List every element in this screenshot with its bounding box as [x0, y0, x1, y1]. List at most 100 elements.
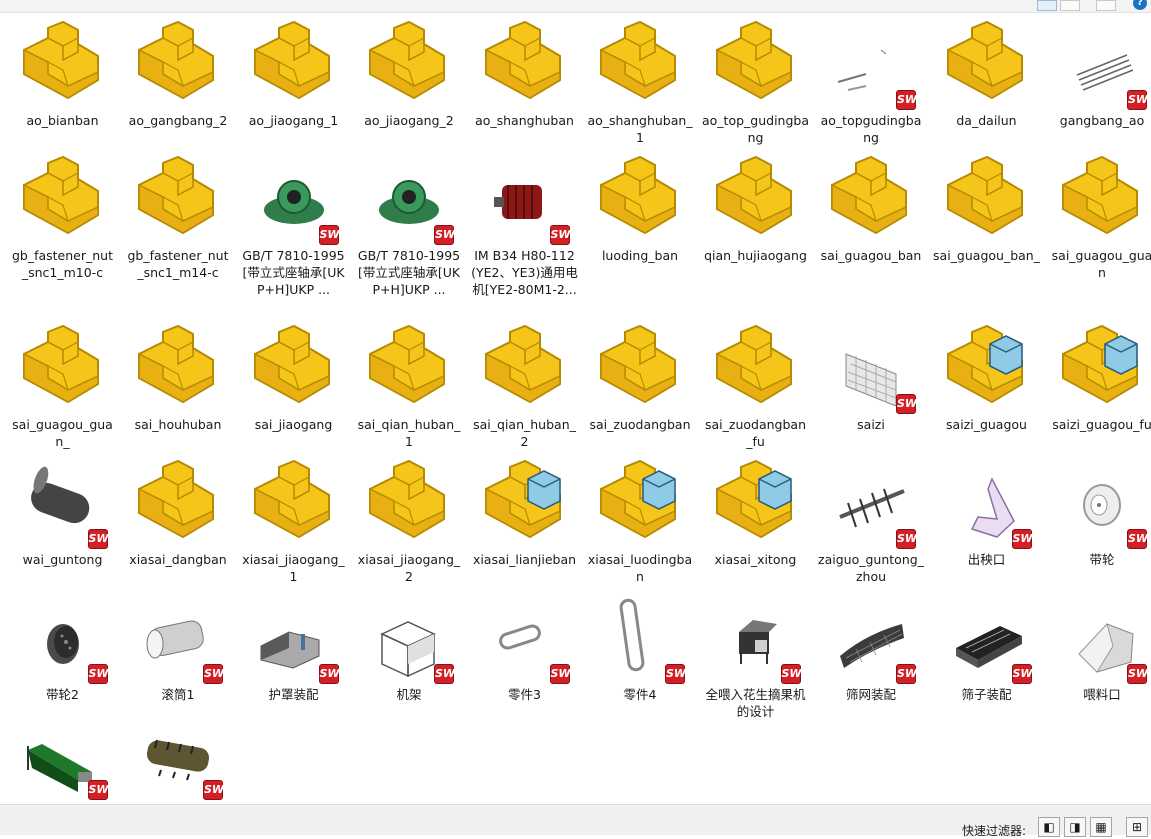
file-item[interactable]: sai_qian_huban_1	[352, 324, 467, 450]
folder-icon	[595, 324, 685, 414]
file-item[interactable]: ao_bianban	[5, 20, 120, 129]
solidworks-icon: SW	[550, 225, 570, 245]
file-item[interactable]: sai_zuodangban_fu	[698, 324, 813, 450]
file-item[interactable]: sai_houhuban	[121, 324, 236, 433]
file-item[interactable]: saizi_guagou_fu	[1045, 324, 1151, 433]
file-item[interactable]: SW 带轮2	[5, 594, 120, 703]
file-item[interactable]: sai_guagou_guan	[1045, 155, 1151, 281]
file-item[interactable]: xiasai_xitong	[698, 459, 813, 568]
file-name: 带轮2	[5, 686, 120, 703]
file-item[interactable]: qian_hujiaogang	[698, 155, 813, 264]
file-item[interactable]: ao_gangbang_2	[121, 20, 236, 129]
solidworks-icon: SW	[434, 664, 454, 684]
part-thumbnail-icon: SW	[826, 594, 916, 684]
file-name: 滚筒1	[121, 686, 236, 703]
file-item[interactable]: ao_jiaogang_2	[352, 20, 467, 129]
file-item[interactable]: sai_zuodangban	[583, 324, 698, 433]
file-item[interactable]: xiasai_lianjieban	[467, 459, 582, 568]
file-item[interactable]: xiasai_jiaogang_2	[352, 459, 467, 585]
folder-icon	[711, 324, 801, 414]
file-name: gb_fastener_nut_snc1_m10-c	[5, 247, 120, 281]
file-item[interactable]: SW摘果风机装配	[5, 710, 120, 819]
details-view-button[interactable]	[1060, 0, 1080, 11]
file-item[interactable]: SW 机架	[352, 594, 467, 703]
solidworks-icon: SW	[550, 664, 570, 684]
file-item[interactable]: luoding_ban	[583, 155, 698, 264]
file-item[interactable]: sai_qian_huban_2	[467, 324, 582, 450]
solidworks-icon: SW	[319, 225, 339, 245]
preview-pane-button[interactable]	[1096, 0, 1116, 11]
solidworks-icon: SW	[88, 664, 108, 684]
file-name: 机架	[352, 686, 467, 703]
file-item[interactable]: ao_jiaogang_1	[236, 20, 351, 129]
file-item[interactable]: ao_shanghuban	[467, 20, 582, 129]
file-item[interactable]: sai_guagou_ban	[814, 155, 929, 264]
folder-icon	[18, 155, 108, 245]
file-item[interactable]: sai_jiaogang	[236, 324, 351, 433]
file-item[interactable]: ao_shanghuban_1	[583, 20, 698, 146]
file-name: saizi_guagou_fu	[1045, 416, 1151, 433]
folder-icon	[480, 459, 570, 549]
file-name: saizi_guagou	[929, 416, 1044, 433]
folder-icon	[18, 324, 108, 414]
part-thumbnail-icon: SW	[18, 459, 108, 549]
filter-parts-button[interactable]: ◧	[1038, 817, 1060, 837]
folder-icon	[249, 459, 339, 549]
status-bar: 快速过滤器: ◧ ◨ ▦ ⊞	[0, 804, 1151, 835]
folder-icon	[364, 20, 454, 110]
folder-icon	[133, 324, 223, 414]
folder-icon	[480, 20, 570, 110]
file-item[interactable]: xiasai_jiaogang_1	[236, 459, 351, 585]
solidworks-icon: SW	[896, 529, 916, 549]
file-item[interactable]: gb_fastener_nut_snc1_m14-c	[121, 155, 236, 281]
file-item[interactable]: SW摘果滚筒装配	[121, 710, 236, 819]
solidworks-icon: SW	[88, 780, 108, 800]
folder-icon	[249, 324, 339, 414]
file-name: ao_top_gudingbang	[698, 112, 813, 146]
file-item[interactable]: xiasai_luodingban	[583, 459, 698, 585]
file-item[interactable]: gb_fastener_nut_snc1_m10-c	[5, 155, 120, 281]
file-item[interactable]: da_dailun	[929, 20, 1044, 129]
part-thumbnail-icon: SW	[1057, 459, 1147, 549]
file-name: gb_fastener_nut_snc1_m14-c	[121, 247, 236, 281]
file-name: xiasai_lianjieban	[467, 551, 582, 568]
folder-icon	[826, 155, 916, 245]
file-item[interactable]: saizi_guagou	[929, 324, 1044, 433]
filter-drawings-button[interactable]: ▦	[1090, 817, 1112, 837]
file-item[interactable]: sai_guagou_guan_	[5, 324, 120, 450]
help-icon[interactable]: ?	[1133, 0, 1147, 10]
large-icons-view-button[interactable]	[1037, 0, 1057, 11]
part-thumbnail-icon: SW	[1057, 20, 1147, 110]
part-thumbnail-icon: SW	[711, 594, 801, 684]
part-thumbnail-icon: SW	[18, 594, 108, 684]
solidworks-icon: SW	[1012, 529, 1032, 549]
filter-assemblies-button[interactable]: ◨	[1064, 817, 1086, 837]
top-toolbar: ?	[0, 0, 1151, 13]
file-name: sai_guagou_ban	[814, 247, 929, 264]
file-name: ao_gangbang_2	[121, 112, 236, 129]
file-item[interactable]: ao_top_gudingbang	[698, 20, 813, 146]
file-item[interactable]: xiasai_dangban	[121, 459, 236, 568]
solidworks-icon: SW	[203, 780, 223, 800]
file-item[interactable]: sai_guagou_ban_	[929, 155, 1044, 264]
filter-top-level-button[interactable]: ⊞	[1126, 817, 1148, 837]
solidworks-icon: SW	[319, 664, 339, 684]
